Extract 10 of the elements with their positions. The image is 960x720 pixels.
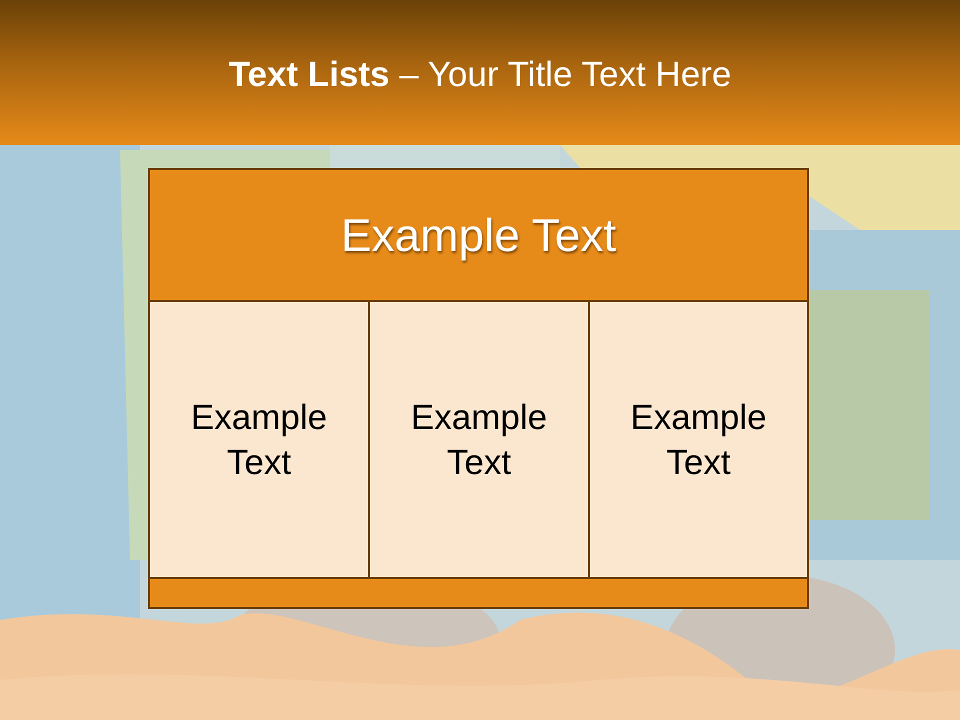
text-panel xyxy=(148,300,370,579)
panel-text: Example Text xyxy=(190,396,328,484)
text-panel xyxy=(368,300,590,579)
panel-text: Example Text xyxy=(410,396,548,484)
header-text: Example Text xyxy=(340,208,616,262)
panel-text: Example Text xyxy=(629,396,768,484)
text-panel xyxy=(588,300,809,579)
slide-title: Text Lists – Your Title Text Here xyxy=(228,55,732,94)
header-band xyxy=(148,168,809,302)
footer-bar xyxy=(148,577,809,609)
